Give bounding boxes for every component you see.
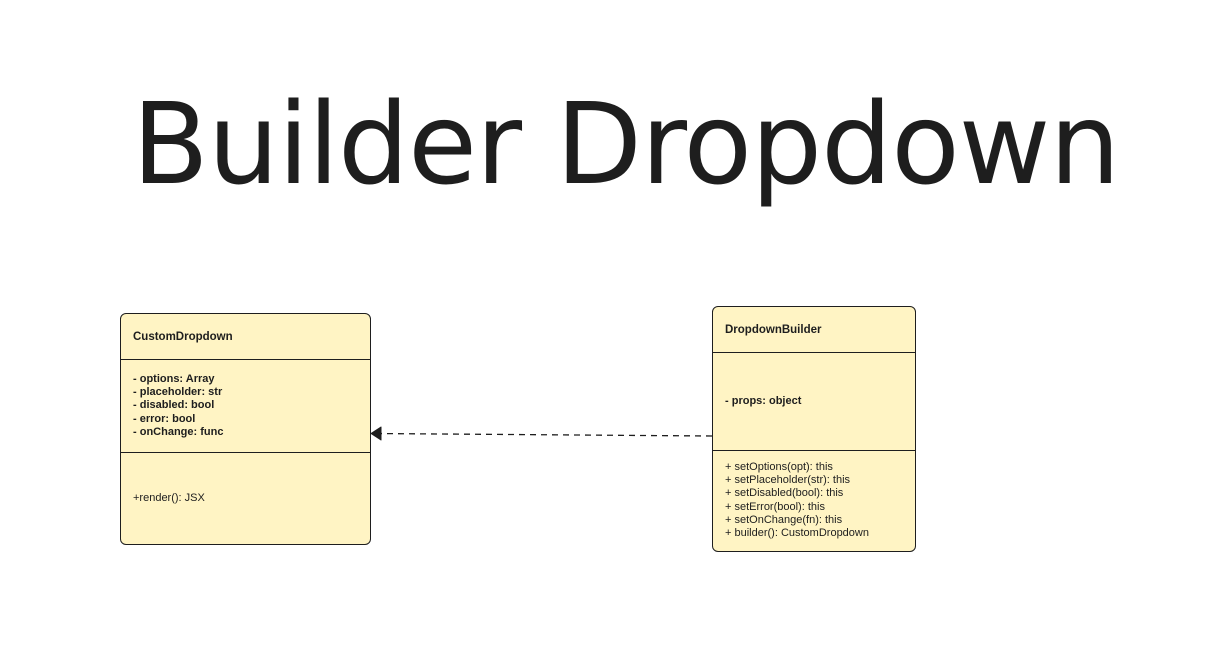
method-list: +render(): JSX bbox=[121, 452, 370, 544]
class-box-dropdown-builder[interactable]: DropdownBuilder - props: object + setOpt… bbox=[712, 306, 916, 552]
method: + setOptions(opt): this bbox=[725, 460, 833, 473]
method: + setError(bool): this bbox=[725, 500, 825, 513]
method: +render(): JSX bbox=[133, 491, 205, 504]
attribute: - options: Array bbox=[133, 372, 215, 385]
method: + builder(): CustomDropdown bbox=[725, 527, 869, 540]
arrowhead-icon bbox=[370, 426, 382, 441]
method: + setDisabled(bool): this bbox=[725, 487, 844, 500]
page-title: Builder Dropdown bbox=[132, 80, 1120, 210]
class-name: CustomDropdown bbox=[133, 330, 233, 343]
method: + setOnChange(fn): this bbox=[725, 513, 843, 526]
attribute: - error: bool bbox=[133, 412, 196, 425]
dashed-line[interactable] bbox=[373, 432, 713, 437]
attribute-list: - options: Array - placeholder: str - di… bbox=[121, 359, 370, 452]
method: + setPlaceholder(str): this bbox=[725, 473, 851, 486]
method-list: + setOptions(opt): this + setPlaceholder… bbox=[713, 450, 915, 550]
class-name: DropdownBuilder bbox=[725, 323, 822, 336]
class-box-custom-dropdown[interactable]: CustomDropdown - options: Array - placeh… bbox=[120, 313, 371, 545]
attribute: - props: object bbox=[725, 394, 802, 407]
attribute: - disabled: bool bbox=[133, 399, 215, 412]
attribute: - placeholder: str bbox=[133, 386, 223, 399]
attribute-list: - props: object bbox=[713, 352, 915, 450]
attribute: - onChange: func bbox=[133, 425, 224, 438]
